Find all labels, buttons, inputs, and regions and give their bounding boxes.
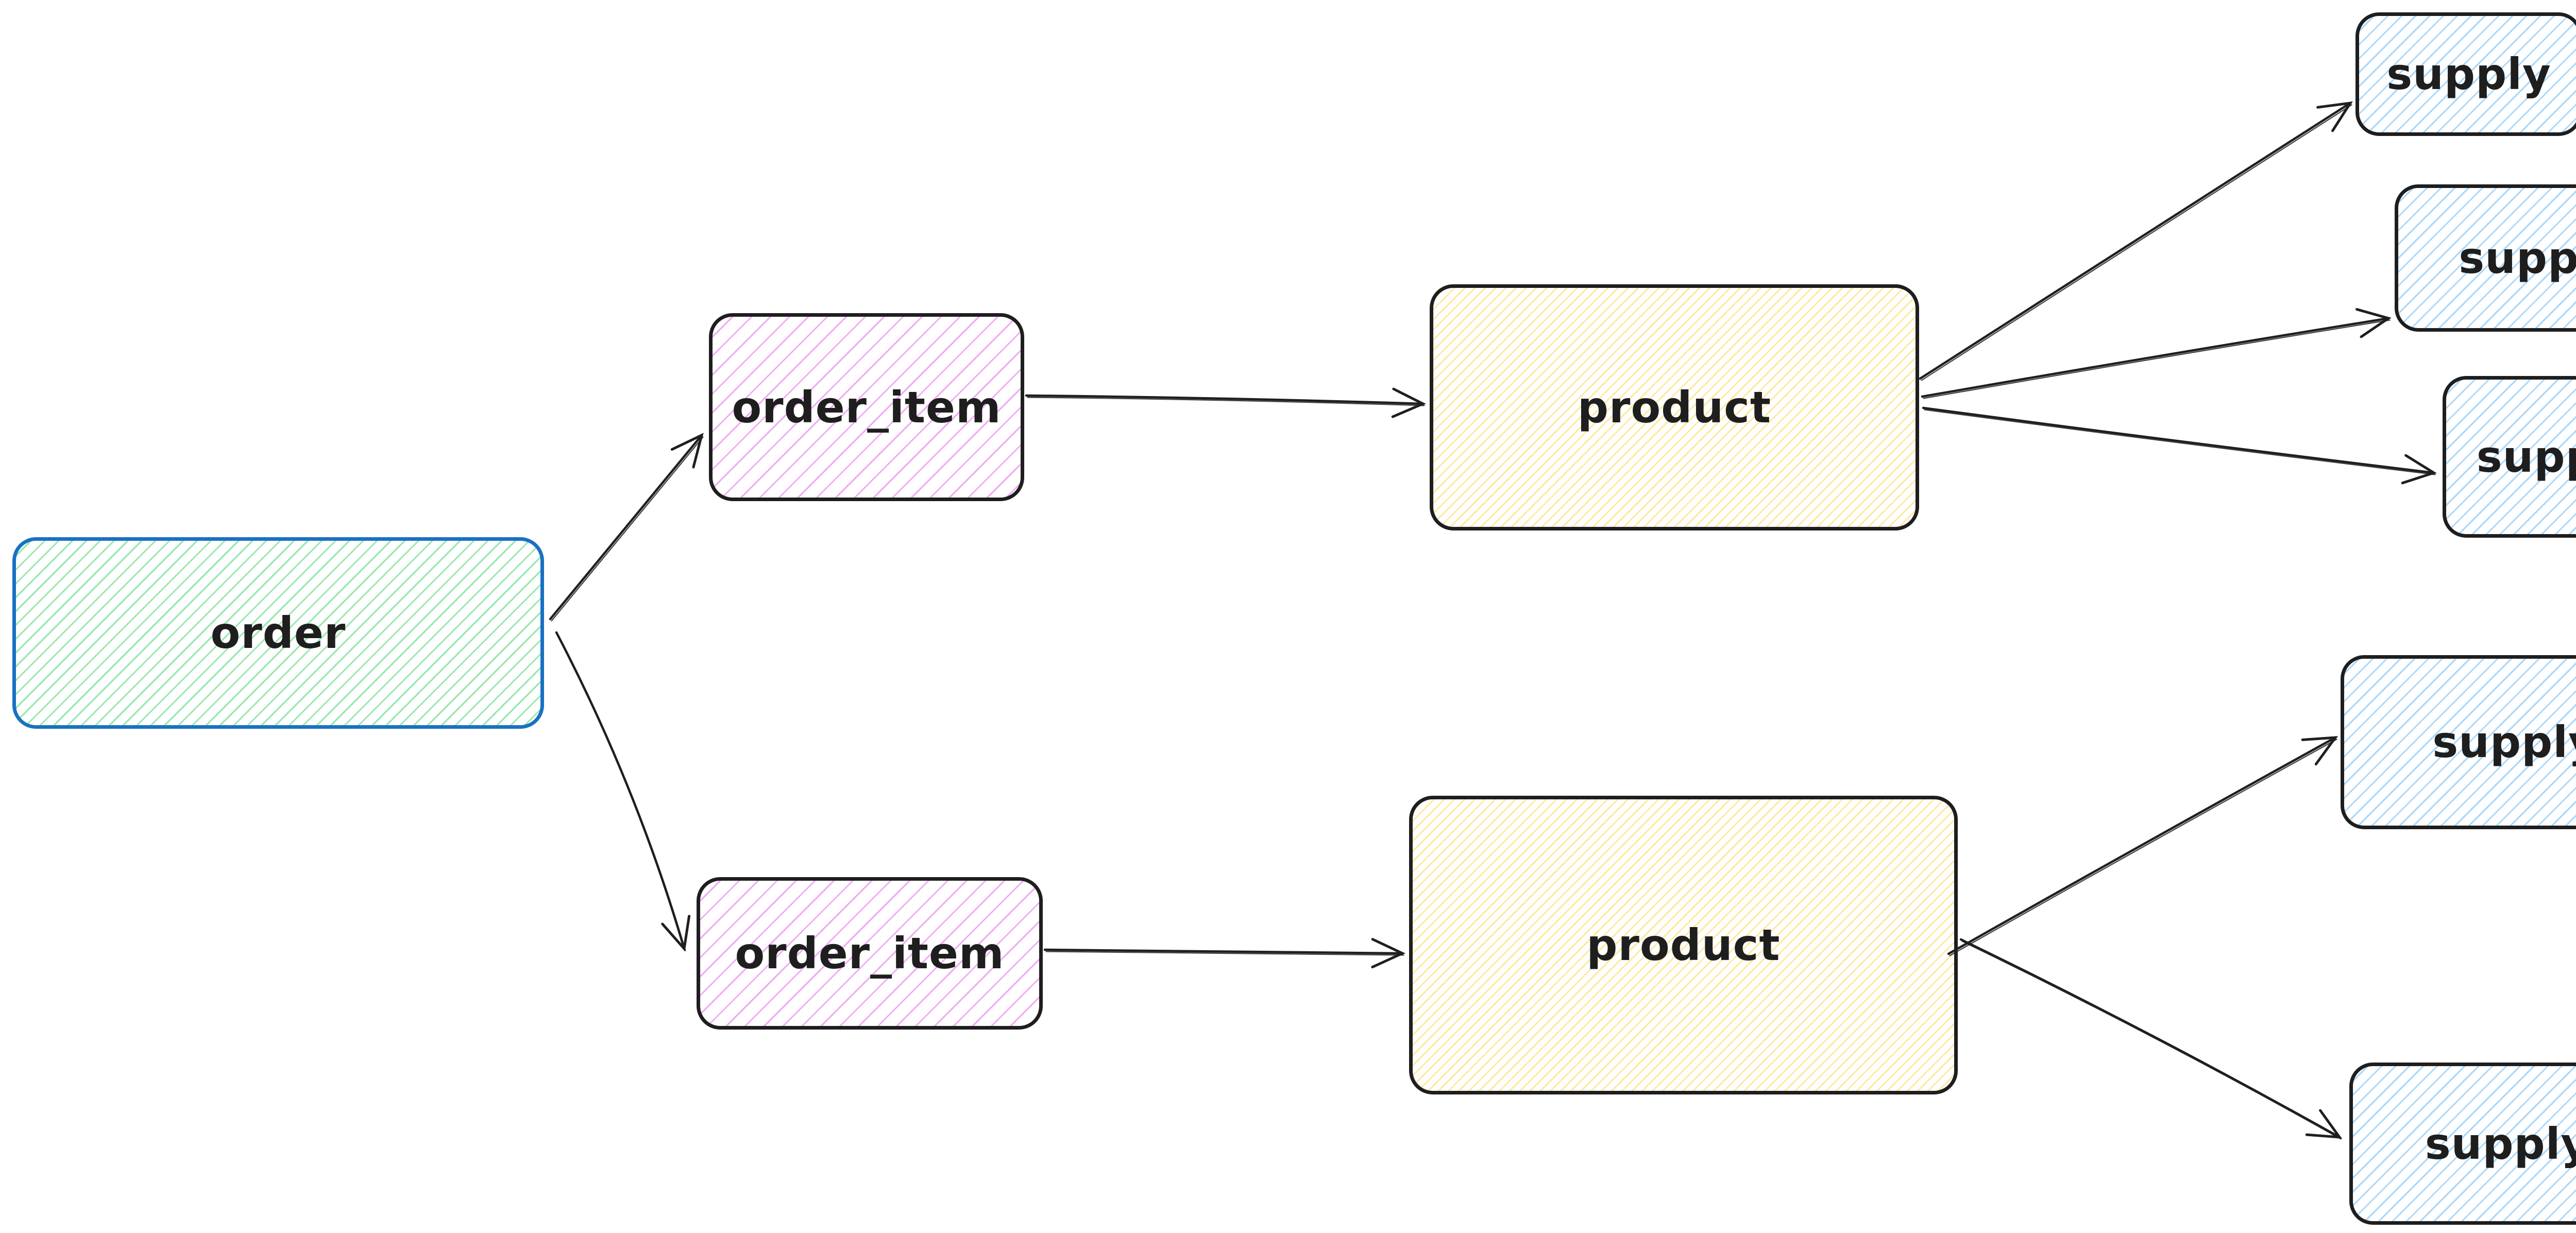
arrow-echo-stroke (1921, 104, 2352, 381)
arrow-order-item-top-to-product-top[interactable] (1025, 387, 1426, 418)
arrow-order-item-bottom-to-product-bottom[interactable] (1043, 938, 1405, 969)
arrow-product-top-to-supply-1[interactable] (1919, 101, 2353, 380)
node-label: supply (2432, 717, 2576, 767)
arrow-product-bottom-to-supply-4[interactable] (1947, 736, 2338, 955)
node-supply-3[interactable]: supply (2443, 376, 2576, 538)
arrow-order-to-order-item-bottom[interactable] (555, 631, 691, 952)
arrow-product-bottom-to-supply-5[interactable] (1959, 938, 2343, 1139)
node-label: supply (2459, 233, 2576, 283)
node-order-item-top[interactable]: order_item (709, 313, 1024, 501)
node-supply-1[interactable]: supply (2355, 12, 2576, 136)
arrow-product-top-to-supply-2[interactable] (1921, 308, 2392, 398)
node-label: order (210, 608, 346, 658)
node-label: order_item (735, 928, 1005, 979)
node-order[interactable]: order (12, 537, 544, 729)
arrow-echo-stroke (551, 436, 704, 622)
node-label: supply (2425, 1118, 2576, 1169)
node-label: supply (2386, 49, 2551, 99)
node-supply-4[interactable]: supply (2341, 655, 2576, 829)
arrow-echo-stroke (1949, 739, 2337, 956)
node-product-bottom[interactable]: product (1409, 796, 1958, 1094)
arrow-echo-stroke (1027, 397, 1425, 406)
arrow-echo-stroke (1961, 940, 2342, 1140)
arrow-echo-stroke (1045, 951, 1404, 956)
node-label: supply (2476, 432, 2576, 482)
node-product-top[interactable]: product (1430, 284, 1919, 530)
arrow-order-to-order-item-top[interactable] (549, 433, 704, 621)
arrow-product-top-to-supply-3[interactable] (1922, 406, 2437, 485)
node-order-item-bottom[interactable]: order_item (697, 877, 1043, 1030)
arrow-echo-stroke (1924, 409, 2436, 475)
node-supply-5[interactable]: supply (2349, 1063, 2576, 1225)
arrow-echo-stroke (557, 633, 686, 951)
node-label: order_item (732, 382, 1002, 433)
node-supply-2[interactable]: supply (2395, 184, 2576, 332)
node-label: product (1577, 382, 1772, 433)
node-label: product (1586, 920, 1781, 970)
arrow-echo-stroke (1923, 319, 2391, 399)
